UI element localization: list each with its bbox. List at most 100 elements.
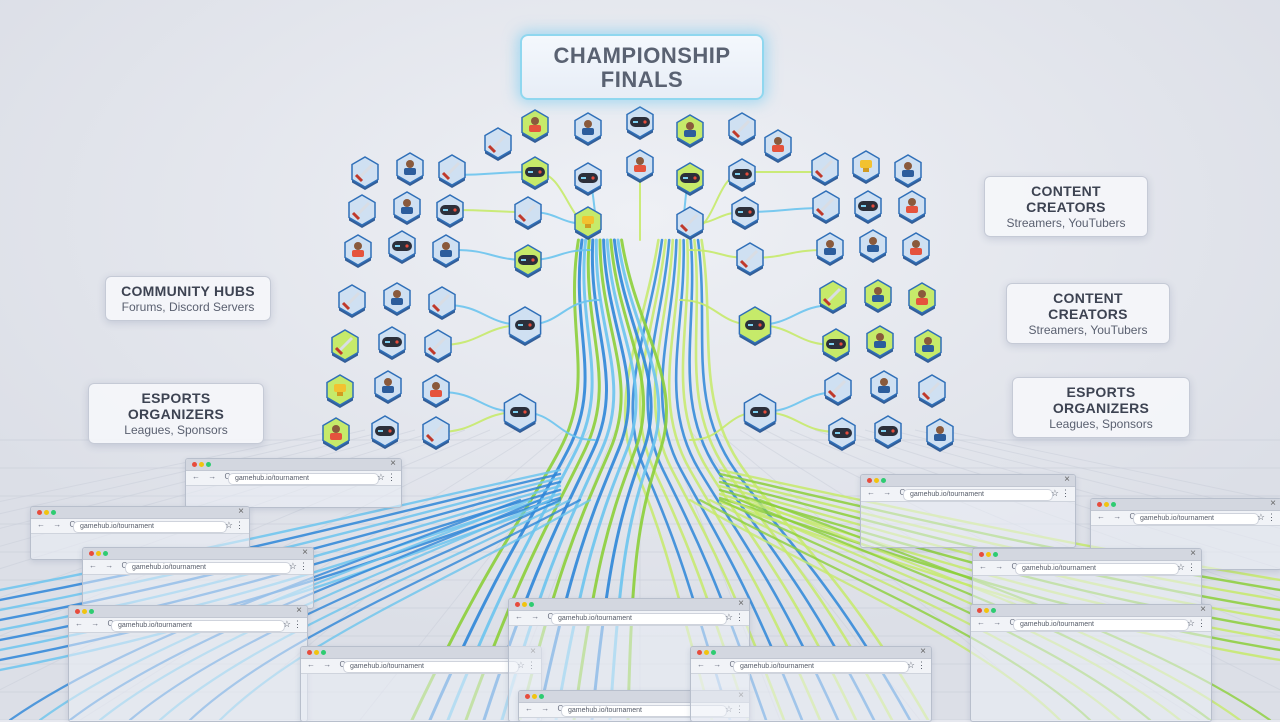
close-dot[interactable] [37, 510, 42, 515]
minimize-dot[interactable] [44, 510, 49, 515]
controller-icon-node [728, 158, 756, 192]
minimize-dot[interactable] [1104, 502, 1109, 507]
menu-icon[interactable]: ⋮ [235, 520, 244, 530]
minimize-dot[interactable] [82, 609, 87, 614]
close-icon[interactable]: × [238, 506, 244, 517]
bookmark-star-icon[interactable]: ☆ [282, 619, 291, 629]
menu-icon[interactable]: ⋮ [1267, 512, 1276, 522]
close-dot[interactable] [515, 602, 520, 607]
maximize-dot[interactable] [321, 650, 326, 655]
browser-title-bar: × [509, 599, 749, 611]
url-field[interactable]: gamehub.io/tournament [733, 661, 909, 673]
maximize-dot[interactable] [103, 551, 108, 556]
close-dot[interactable] [1097, 502, 1102, 507]
url-field[interactable]: gamehub.io/tournament [73, 521, 227, 533]
close-icon[interactable]: × [920, 646, 926, 657]
bookmark-star-icon[interactable]: ☆ [1050, 488, 1059, 498]
close-icon[interactable]: × [302, 547, 308, 558]
browser-title-bar: × [861, 475, 1075, 487]
menu-icon[interactable]: ⋮ [917, 660, 926, 670]
url-field[interactable]: gamehub.io/tournament [111, 620, 285, 632]
close-dot[interactable] [977, 608, 982, 613]
url-field[interactable]: gamehub.io/tournament [561, 705, 727, 717]
maximize-dot[interactable] [1111, 502, 1116, 507]
close-dot[interactable] [89, 551, 94, 556]
close-dot[interactable] [979, 552, 984, 557]
bookmark-star-icon[interactable]: ☆ [1256, 512, 1265, 522]
navigation-icons[interactable]: ← → C [979, 562, 1021, 571]
bookmark-star-icon[interactable]: ☆ [906, 660, 915, 670]
navigation-icons[interactable]: ← → C [525, 704, 567, 713]
close-icon[interactable]: × [1270, 498, 1276, 509]
minimize-dot[interactable] [874, 478, 879, 483]
minimize-dot[interactable] [704, 650, 709, 655]
bookmark-star-icon[interactable]: ☆ [376, 472, 385, 482]
close-icon[interactable]: × [738, 598, 744, 609]
navigation-icons[interactable]: ← → C [37, 520, 79, 529]
maximize-dot[interactable] [529, 602, 534, 607]
maximize-dot[interactable] [51, 510, 56, 515]
close-dot[interactable] [697, 650, 702, 655]
controller-icon-node [676, 162, 704, 196]
close-icon[interactable]: × [1190, 548, 1196, 559]
minimize-dot[interactable] [984, 608, 989, 613]
close-dot[interactable] [867, 478, 872, 483]
maximize-dot[interactable] [991, 608, 996, 613]
maximize-dot[interactable] [206, 462, 211, 467]
url-field[interactable]: gamehub.io/tournament [1015, 563, 1179, 575]
menu-icon[interactable]: ⋮ [293, 619, 302, 629]
url-field[interactable]: gamehub.io/tournament [228, 473, 379, 485]
minimize-dot[interactable] [532, 694, 537, 699]
close-icon[interactable]: × [1200, 604, 1206, 615]
close-icon[interactable]: × [296, 605, 302, 616]
close-dot[interactable] [525, 694, 530, 699]
maximize-dot[interactable] [711, 650, 716, 655]
url-field[interactable]: gamehub.io/tournament [125, 562, 291, 574]
minimize-dot[interactable] [314, 650, 319, 655]
close-dot[interactable] [192, 462, 197, 467]
bookmark-star-icon[interactable]: ☆ [724, 612, 733, 622]
navigation-icons[interactable]: ← → C [192, 472, 234, 481]
bookmark-star-icon[interactable]: ☆ [1176, 562, 1185, 572]
navigation-icons[interactable]: ← → C [75, 619, 117, 628]
close-icon[interactable]: × [1064, 474, 1070, 485]
maximize-dot[interactable] [881, 478, 886, 483]
close-dot[interactable] [307, 650, 312, 655]
url-field[interactable]: gamehub.io/tournament [551, 613, 727, 625]
minimize-dot[interactable] [199, 462, 204, 467]
player-icon [382, 378, 394, 393]
url-field[interactable]: gamehub.io/tournament [343, 661, 519, 673]
maximize-dot[interactable] [993, 552, 998, 557]
close-icon[interactable]: × [390, 458, 396, 469]
minimize-dot[interactable] [986, 552, 991, 557]
url-field[interactable]: gamehub.io/tournament [1013, 619, 1189, 631]
minimize-dot[interactable] [522, 602, 527, 607]
controller-icon-node [828, 417, 856, 451]
menu-icon[interactable]: ⋮ [1197, 618, 1206, 628]
navigation-icons[interactable]: ← → C [697, 660, 739, 669]
navigation-icons[interactable]: ← → C [1097, 512, 1139, 521]
bookmark-star-icon[interactable]: ☆ [224, 520, 233, 530]
maximize-dot[interactable] [539, 694, 544, 699]
url-field[interactable]: gamehub.io/tournament [1133, 513, 1259, 525]
navigation-icons[interactable]: ← → C [307, 660, 349, 669]
menu-icon[interactable]: ⋮ [735, 612, 744, 622]
menu-icon[interactable]: ⋮ [1061, 488, 1070, 498]
close-dot[interactable] [75, 609, 80, 614]
maximize-dot[interactable] [89, 609, 94, 614]
url-field[interactable]: gamehub.io/tournament [903, 489, 1053, 501]
menu-icon[interactable]: ⋮ [1187, 562, 1196, 572]
esports-organizers-right-title: ESPORTS ORGANIZERS [1052, 384, 1150, 416]
navigation-icons[interactable]: ← → C [977, 618, 1019, 627]
navigation-icons[interactable]: ← → C [89, 561, 131, 570]
navigation-icons[interactable]: ← → C [867, 488, 909, 497]
menu-icon[interactable]: ⋮ [299, 561, 308, 571]
bookmark-star-icon[interactable]: ☆ [288, 561, 297, 571]
navigation-icons[interactable]: ← → C [515, 612, 557, 621]
minimize-dot[interactable] [96, 551, 101, 556]
bookmark-star-icon[interactable]: ☆ [1186, 618, 1195, 628]
menu-icon[interactable]: ⋮ [387, 472, 396, 482]
